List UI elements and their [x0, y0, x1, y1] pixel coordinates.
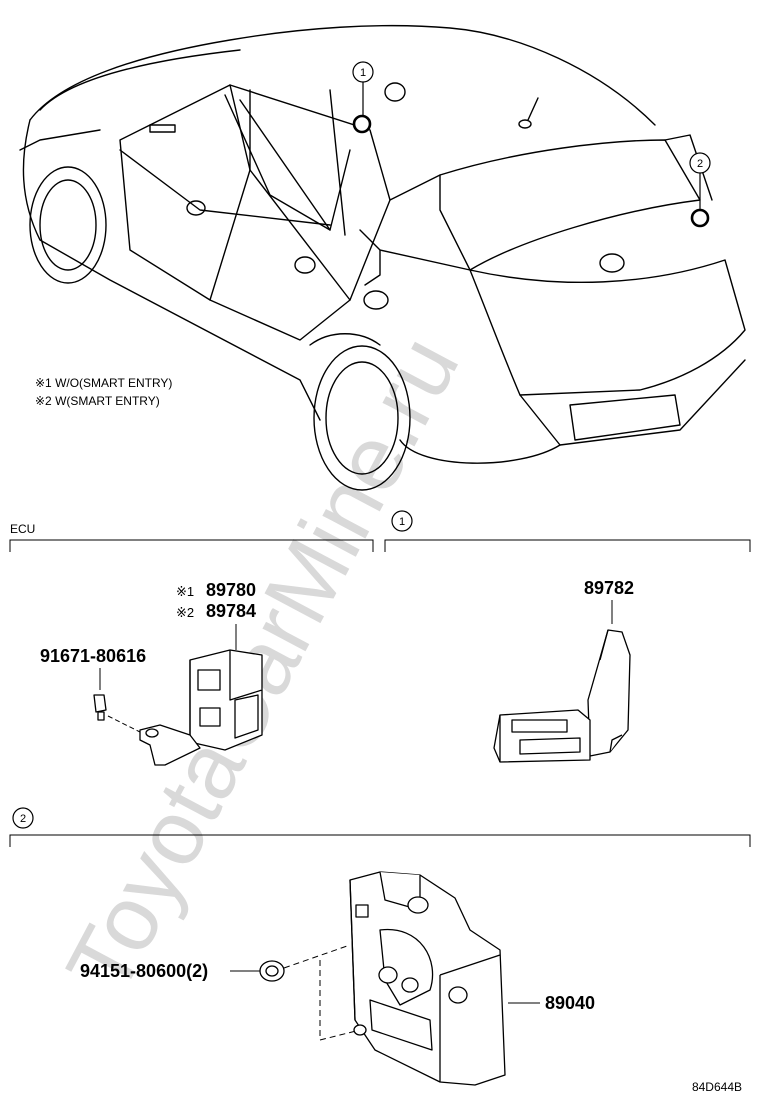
antenna-drawing [493, 629, 631, 763]
part-bolt-91671-80616: 91671-80616 [40, 646, 146, 666]
section-ecu-bracket [9, 539, 374, 552]
part-ecu-89784: 89784 [206, 601, 256, 621]
section-2-bracket [9, 834, 751, 847]
callout-1-car: 1 [352, 61, 374, 134]
section-1-circle [391, 510, 413, 532]
section-1-bracket [384, 539, 751, 552]
car-illustration [19, 24, 746, 491]
part-module-89040: 89040 [545, 993, 595, 1013]
section-2-circle [12, 807, 34, 829]
part-antenna-89782: 89782 [584, 578, 634, 598]
ecu-mark-2: ※2 [176, 605, 194, 620]
nut-drawing [259, 960, 285, 982]
callout-2-label: 2 [697, 158, 703, 170]
part-ecu-89780: 89780 [206, 580, 256, 600]
section-ecu-title: ECU [10, 522, 35, 536]
section-2-number: 2 [20, 813, 26, 825]
note-without-smart-entry: ※1 W/O(SMART ENTRY) [35, 376, 172, 390]
module-drawing [349, 871, 506, 1086]
callout-2-car: 2 [689, 152, 711, 228]
location-marker-2 [690, 208, 710, 228]
ecu-unit-drawing [93, 649, 263, 766]
diagram-code: 84D644B [692, 1080, 742, 1094]
location-marker-1 [352, 114, 372, 134]
ecu-mark-1: ※1 [176, 584, 194, 599]
section-1-number: 1 [399, 516, 405, 528]
note-with-smart-entry: ※2 W(SMART ENTRY) [35, 394, 160, 408]
part-nut-94151-80600: 94151-80600(2) [80, 961, 208, 981]
callout-1-label: 1 [360, 67, 366, 79]
